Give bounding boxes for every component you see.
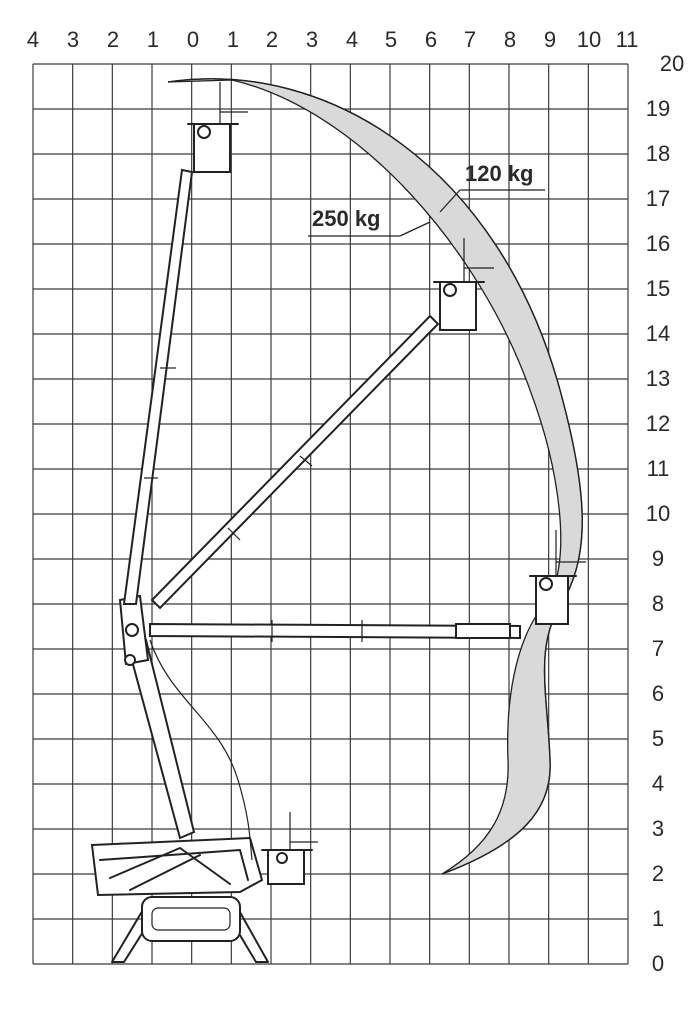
- grid: [32, 63, 629, 965]
- x-tick-label: 6: [425, 27, 437, 52]
- leader-120kg-diag: [439, 189, 461, 213]
- platform-horizontal-max-outreach: [149, 530, 586, 642]
- y-tick-label: 19: [646, 96, 670, 121]
- x-tick-label: 2: [266, 27, 278, 52]
- platform-diagonal: [150, 238, 494, 610]
- x-tick-label: 7: [464, 27, 476, 52]
- operator-head-horizontal: [539, 577, 553, 591]
- x-tick-label: 3: [306, 27, 318, 52]
- platform-ground: [261, 812, 318, 885]
- operator-head-ground: [276, 852, 288, 864]
- y-axis-labels: 20 19 18 17 16 15 14 13 12 11 10 9 8 7 6…: [646, 51, 684, 976]
- y-tick-label: 1: [652, 906, 664, 931]
- y-tick-label: 3: [652, 816, 664, 841]
- y-tick-label: 18: [646, 141, 670, 166]
- chassis-frame-2: [109, 847, 231, 885]
- x-tick-label: 1: [147, 27, 159, 52]
- y-tick-label: 7: [652, 636, 664, 661]
- y-tick-label: 12: [646, 411, 670, 436]
- track-unit: [141, 896, 241, 942]
- y-tick-label: 6: [652, 681, 664, 706]
- upper-boom-diagonal: [150, 314, 440, 610]
- x-tick-label: 9: [544, 27, 556, 52]
- y-tick-label: 0: [652, 951, 664, 976]
- operator-head-diagonal: [443, 283, 457, 297]
- y-tick-label: 8: [652, 591, 664, 616]
- lower-boom: [118, 594, 196, 840]
- y-tick-label: 4: [652, 771, 664, 796]
- x-tick-label: 8: [504, 27, 516, 52]
- load-label-120kg: 120 kg: [465, 161, 534, 186]
- machine-base: [90, 836, 269, 963]
- y-tick-label: 15: [646, 276, 670, 301]
- x-tick-label: 2: [107, 27, 119, 52]
- y-tick-label: 11: [647, 456, 670, 481]
- track-inner: [151, 907, 231, 931]
- chassis-frame-3: [129, 854, 201, 891]
- envelope-band: [167, 78, 583, 875]
- x-tick-label: 10: [577, 27, 601, 52]
- y-tick-label: 9: [652, 546, 664, 571]
- y-tick-label: 14: [646, 321, 670, 346]
- boom-section-mark: [227, 527, 241, 541]
- y-tick-label: 16: [646, 231, 670, 256]
- chassis-frame-1: [99, 849, 249, 881]
- load-label-250kg: 250 kg: [312, 206, 381, 231]
- x-tick-label: 4: [27, 27, 39, 52]
- y-tick-label: 20: [660, 51, 684, 76]
- x-tick-label: 4: [346, 27, 358, 52]
- boom-section-mark: [299, 455, 313, 467]
- hydraulic-hose: [149, 639, 253, 861]
- y-tick-label: 2: [652, 861, 664, 886]
- x-tick-label: 5: [385, 27, 397, 52]
- y-tick-label: 5: [652, 726, 664, 751]
- jib: [455, 623, 511, 639]
- y-tick-label: 10: [646, 501, 670, 526]
- upper-boom-horizontal: [149, 622, 521, 640]
- outer-limit-120kg: [167, 78, 583, 875]
- x-tick-label: 1: [227, 27, 239, 52]
- y-tick-label: 13: [646, 366, 670, 391]
- load-labels: 120 kg 250 kg: [308, 161, 545, 237]
- x-axis-labels: 4 3 2 1 0 1 2 3 4 5 6 7 8 9 10 11: [27, 27, 639, 52]
- leader-250kg-diag: [399, 221, 431, 237]
- x-tick-label: 3: [67, 27, 79, 52]
- x-tick-label: 11: [616, 27, 639, 52]
- pivot-1: [125, 623, 139, 637]
- pivot-2: [124, 654, 136, 666]
- operator-head-top: [197, 125, 211, 139]
- x-tick-label: 0: [187, 27, 199, 52]
- platform-vertical-max-height: [122, 82, 248, 605]
- y-tick-label: 17: [646, 186, 670, 211]
- upper-boom-vertical: [122, 168, 194, 605]
- working-envelope: [167, 78, 583, 875]
